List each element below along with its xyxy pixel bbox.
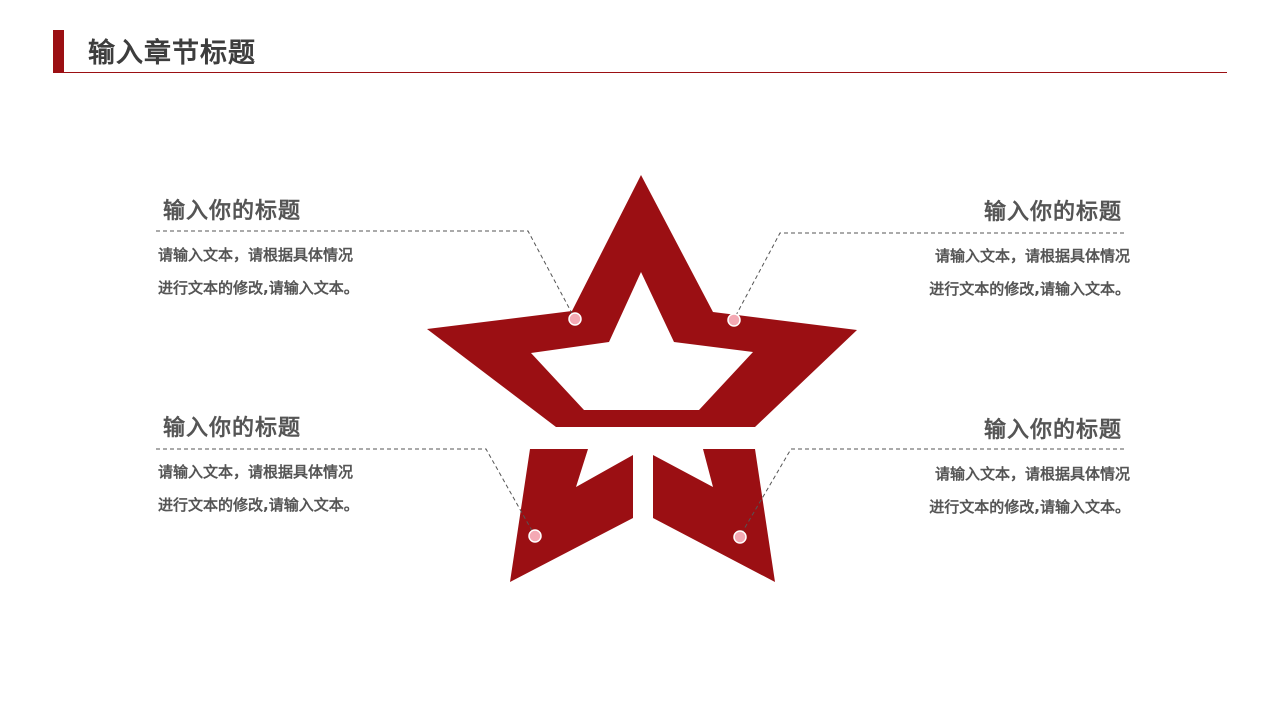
block-text-line: 进行文本的修改,请输入文本。 — [158, 279, 359, 297]
block-title: 输入你的标题 — [983, 418, 1122, 443]
connector-top-right — [733, 232, 1124, 320]
connector-top-left — [156, 230, 576, 320]
dot-bottom-right — [733, 530, 747, 544]
block-title: 输入你的标题 — [163, 199, 302, 224]
block-text: 请输入文本，请根据具体情况 进行文本的修改,请输入文本。 — [870, 240, 1130, 306]
header-accent-bar — [53, 30, 64, 73]
block-text-line: 请输入文本，请根据具体情况 — [158, 246, 354, 264]
block-text: 请输入文本，请根据具体情况 进行文本的修改,请输入文本。 — [870, 458, 1130, 524]
block-text-line: 进行文本的修改,请输入文本。 — [929, 280, 1130, 298]
block-text-line: 进行文本的修改,请输入文本。 — [158, 496, 359, 514]
block-text: 请输入文本，请根据具体情况 进行文本的修改,请输入文本。 — [154, 456, 414, 522]
block-text: 请输入文本，请根据具体情况 进行文本的修改,请输入文本。 — [154, 239, 414, 305]
block-title: 输入你的标题 — [983, 200, 1122, 225]
block-text-line: 请输入文本，请根据具体情况 — [934, 465, 1130, 483]
dot-bottom-left — [528, 529, 542, 543]
star-upper-shape — [427, 175, 857, 427]
block-title: 输入你的标题 — [163, 416, 302, 441]
page-title: 输入章节标题 — [88, 38, 256, 69]
text-block-top-left: 输入你的标题 请输入文本，请根据具体情况 进行文本的修改,请输入文本。 — [154, 197, 414, 305]
block-text-line: 进行文本的修改,请输入文本。 — [929, 498, 1130, 516]
star-lower-right-shape — [653, 449, 775, 582]
text-block-top-right: 输入你的标题 请输入文本，请根据具体情况 进行文本的修改,请输入文本。 — [870, 198, 1130, 306]
block-text-line: 请输入文本，请根据具体情况 — [934, 247, 1130, 265]
header-divider — [53, 72, 1227, 73]
text-block-bottom-left: 输入你的标题 请输入文本，请根据具体情况 进行文本的修改,请输入文本。 — [154, 414, 414, 522]
dot-top-left — [568, 312, 582, 326]
dot-top-right — [727, 313, 741, 327]
block-text-line: 请输入文本，请根据具体情况 — [158, 463, 354, 481]
connector-bottom-left — [156, 448, 536, 537]
star-lower-left-shape — [510, 449, 633, 582]
connector-bottom-right — [739, 448, 1124, 537]
text-block-bottom-right: 输入你的标题 请输入文本，请根据具体情况 进行文本的修改,请输入文本。 — [870, 416, 1130, 524]
